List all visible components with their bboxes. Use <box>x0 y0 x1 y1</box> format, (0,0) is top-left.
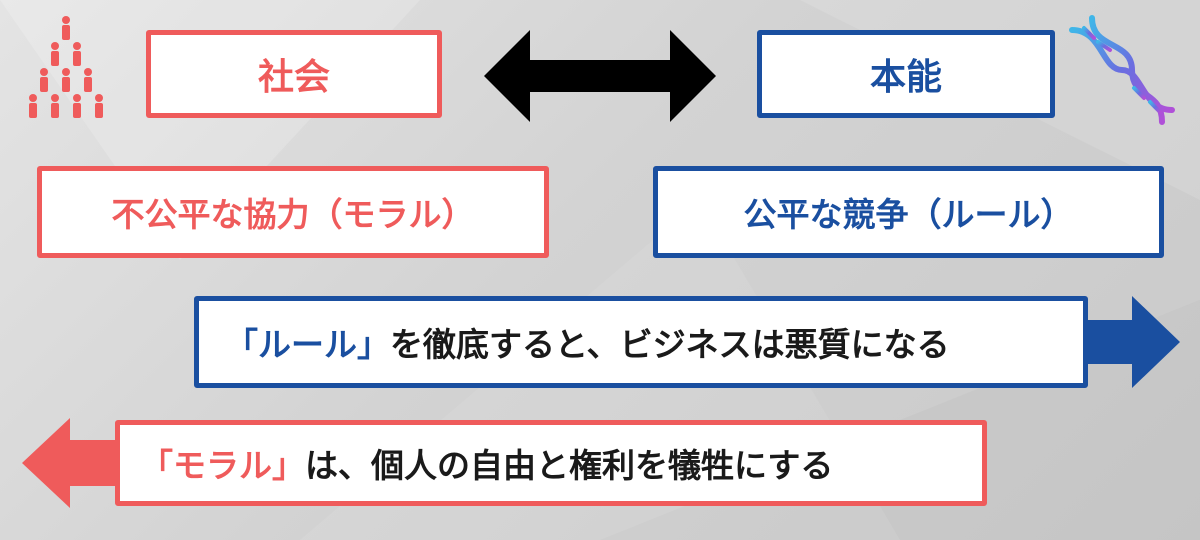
instinct-label: 本能 <box>869 57 942 98</box>
rule-label: 公平な競争（ルール） <box>743 195 1074 234</box>
rule-box: 公平な競争（ルール） <box>653 166 1164 258</box>
society-box: 社会 <box>146 30 442 118</box>
society-label: 社会 <box>257 57 330 98</box>
dna-icon <box>1069 15 1175 125</box>
double-arrow-icon <box>484 30 716 122</box>
right-arrow-icon <box>1086 296 1180 388</box>
moral-statement-term: 「モラル」 <box>140 446 305 485</box>
moral-statement-box: 「モラル」は、個人の自由と権利を犠牲にする <box>115 420 987 506</box>
people-pyramid-icon <box>29 16 103 118</box>
instinct-box: 本能 <box>757 30 1055 118</box>
left-arrow-icon <box>22 418 118 508</box>
moral-statement-text: は、個人の自由と権利を犠牲にする <box>305 446 834 485</box>
moral-label: 不公平な協力（モラル） <box>111 195 475 234</box>
rule-statement-box: 「ルール」を徹底すると、ビジネスは悪質になる <box>194 296 1088 388</box>
moral-box: 不公平な協力（モラル） <box>37 166 549 258</box>
rule-statement-term: 「ルール」 <box>225 325 390 364</box>
rule-statement-text: を徹底すると、ビジネスは悪質になる <box>390 325 950 364</box>
